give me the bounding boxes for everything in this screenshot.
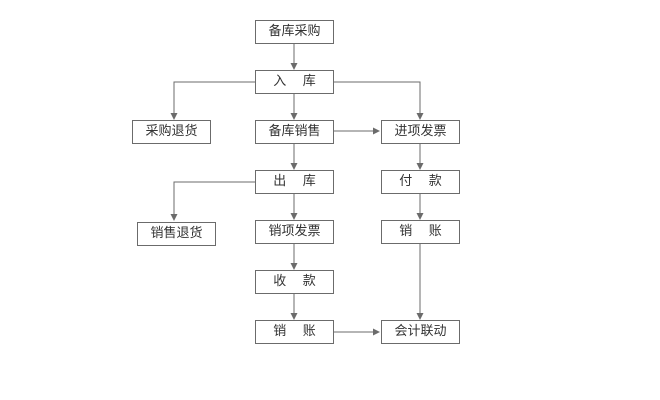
node-payment: 付 款 (381, 170, 460, 194)
arrow-warehouse-out-to-sales-return (170, 181, 255, 221)
node-collection: 收 款 (255, 270, 334, 294)
arrow-warehouse-in-to-purchase-return (170, 81, 255, 120)
node-warehouse-in: 入 库 (255, 70, 334, 94)
node-input-invoice: 进项发票 (381, 120, 460, 144)
node-stock-purchase: 备库采购 (255, 20, 334, 44)
node-sales-return: 销售退货 (137, 222, 216, 246)
node-warehouse-out: 出 库 (255, 170, 334, 194)
arrow-warehouse-in-to-input-invoice (334, 81, 424, 120)
node-purchase-return: 采购退货 (132, 120, 211, 144)
node-payable-writeoff: 销 账 (381, 220, 460, 244)
node-receivable-writeoff: 销 账 (255, 320, 334, 344)
node-accounting-link: 会计联动 (381, 320, 460, 344)
node-sales-invoice: 销项发票 (255, 220, 334, 244)
node-stock-sales: 备库销售 (255, 120, 334, 144)
